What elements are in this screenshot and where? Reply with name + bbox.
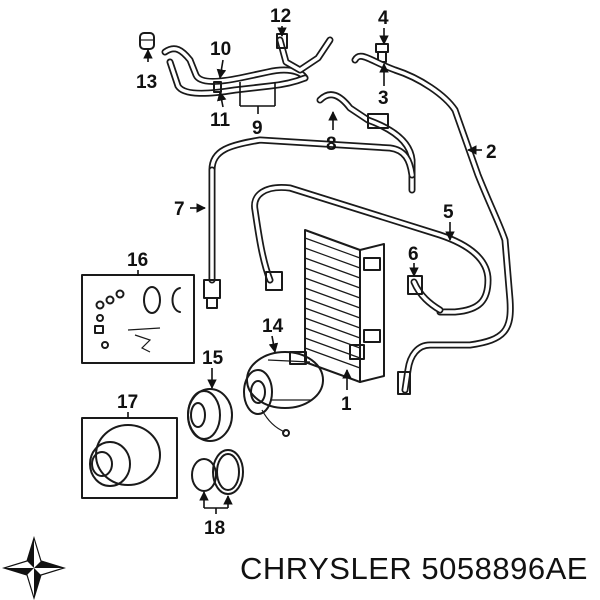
part-17-clutch-plate bbox=[81, 417, 178, 499]
callout-6: 6 bbox=[408, 244, 419, 265]
callout-10: 10 bbox=[210, 39, 231, 60]
callout-7: 7 bbox=[174, 199, 185, 220]
callout-5: 5 bbox=[443, 202, 454, 223]
part-8-hose bbox=[316, 91, 416, 194]
callout-1: 1 bbox=[341, 394, 352, 415]
callout-14: 14 bbox=[262, 316, 284, 337]
part-16-hardware-kit bbox=[81, 274, 195, 364]
callout-3: 3 bbox=[378, 88, 389, 109]
part-1-condenser bbox=[304, 229, 385, 383]
part-15-pulley bbox=[187, 388, 233, 442]
callout-16: 16 bbox=[127, 250, 148, 271]
brand-name: CHRYSLER bbox=[240, 551, 413, 586]
part-14-compressor bbox=[243, 351, 324, 437]
callout-12: 12 bbox=[270, 6, 291, 27]
part-9-line-assembly bbox=[161, 33, 334, 97]
part-2-discharge-line bbox=[351, 52, 514, 395]
chrysler-pentastar-icon bbox=[2, 536, 66, 600]
callout-8: 8 bbox=[326, 134, 337, 155]
part-18-rings bbox=[191, 449, 244, 495]
callout-18: 18 bbox=[204, 518, 225, 539]
part-5-line bbox=[251, 183, 492, 316]
part-7-liquid-line bbox=[203, 136, 416, 309]
ac-system-parts-diagram: 12 10 13 11 9 4 3 8 2 7 5 6 16 14 15 1 1… bbox=[81, 6, 514, 539]
callout-4: 4 bbox=[378, 8, 389, 29]
callout-17: 17 bbox=[117, 392, 138, 413]
part-number-caption: CHRYSLER 5058896AE bbox=[240, 551, 588, 587]
callout-2: 2 bbox=[486, 142, 497, 163]
callout-15: 15 bbox=[202, 348, 224, 369]
part-6-fitting bbox=[407, 275, 444, 314]
leader-lines bbox=[127, 26, 482, 514]
part-number: 5058896AE bbox=[421, 551, 588, 586]
callout-labels: 12 10 13 11 9 4 3 8 2 7 5 6 16 14 15 1 1… bbox=[117, 6, 497, 539]
part-13-cap bbox=[139, 32, 155, 50]
callout-11: 11 bbox=[210, 110, 231, 131]
callout-9: 9 bbox=[252, 118, 263, 139]
callout-13: 13 bbox=[136, 72, 157, 93]
